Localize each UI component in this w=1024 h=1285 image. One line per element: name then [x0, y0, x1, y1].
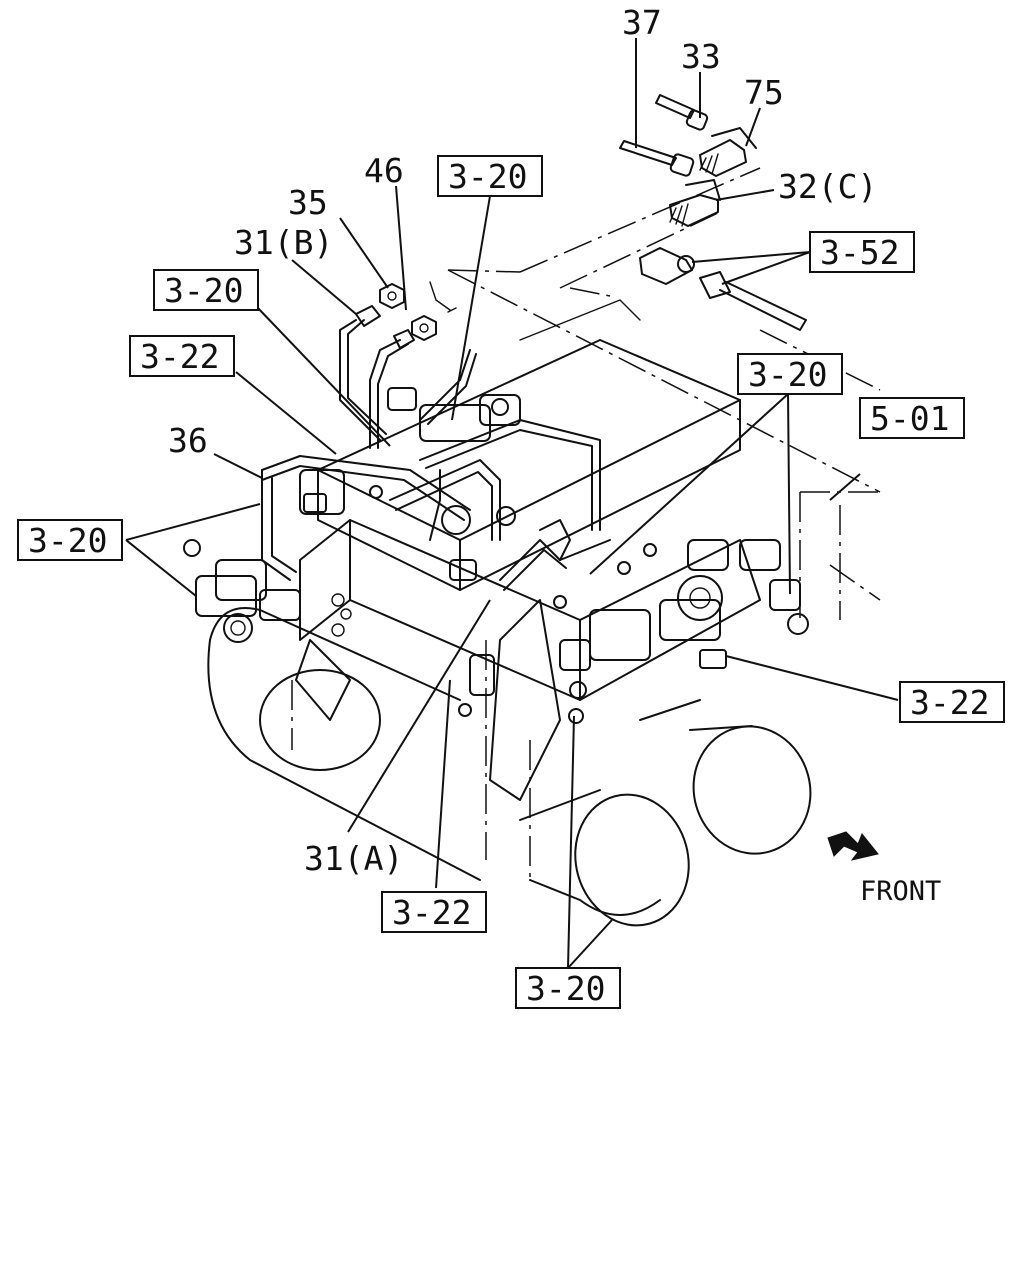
label-31a: 31(A)	[304, 839, 403, 878]
front-label: FRONT	[860, 876, 941, 907]
leader-lines	[125, 38, 899, 969]
valve-cluster-center	[387, 387, 657, 717]
ref-text: 3-20	[448, 157, 527, 196]
ref-box-3-20-right[interactable]: 3-20	[737, 353, 843, 395]
ref-box-3-22-left[interactable]: 3-22	[129, 335, 235, 377]
nut-35	[379, 283, 405, 309]
label-31b: 31(B)	[234, 223, 333, 262]
label-32c: 32(C)	[778, 167, 877, 206]
valve-cluster-left	[183, 469, 383, 643]
ref-box-5-01[interactable]: 5-01	[859, 397, 965, 439]
bolt-37	[619, 140, 695, 177]
ref-box-3-20-left-lower[interactable]: 3-20	[17, 519, 123, 561]
ref-box-3-22-right[interactable]: 3-22	[899, 681, 1005, 723]
elbow-32c	[669, 179, 721, 227]
label-36: 36	[168, 421, 208, 460]
ref-text: 3-22	[910, 683, 989, 722]
valve-cluster-right	[559, 539, 809, 724]
label-37: 37	[622, 3, 662, 42]
ref-text: 3-22	[392, 893, 471, 932]
nut-46	[411, 315, 437, 341]
ref-box-3-20-top[interactable]: 3-20	[437, 155, 543, 197]
elbow-75	[699, 127, 757, 177]
ref-box-3-20-left-upper[interactable]: 3-20	[153, 269, 259, 311]
ref-text: 3-22	[140, 337, 219, 376]
front-arrow-icon	[827, 831, 879, 861]
lower-crossmember	[295, 519, 761, 801]
ref-text: 3-20	[748, 355, 827, 394]
ref-box-3-22-bottom[interactable]: 3-22	[381, 891, 487, 933]
label-75: 75	[744, 73, 784, 112]
ref-text: 3-52	[820, 233, 899, 272]
frame-phantom-lines	[291, 167, 881, 880]
ref-text: 5-01	[870, 399, 949, 438]
label-46: 46	[364, 151, 404, 190]
ref-text: 3-20	[526, 969, 605, 1008]
pipe-ends-31b	[355, 281, 457, 349]
ref-text: 3-20	[28, 521, 107, 560]
air-pipes	[261, 319, 611, 591]
ref-box-3-20-bottom[interactable]: 3-20	[515, 967, 621, 1009]
label-35: 35	[288, 183, 328, 222]
fitting-3-52	[639, 247, 807, 331]
crossmember	[317, 299, 741, 591]
label-33: 33	[681, 37, 721, 76]
ref-box-3-52[interactable]: 3-52	[809, 231, 915, 273]
ref-text: 3-20	[164, 271, 243, 310]
